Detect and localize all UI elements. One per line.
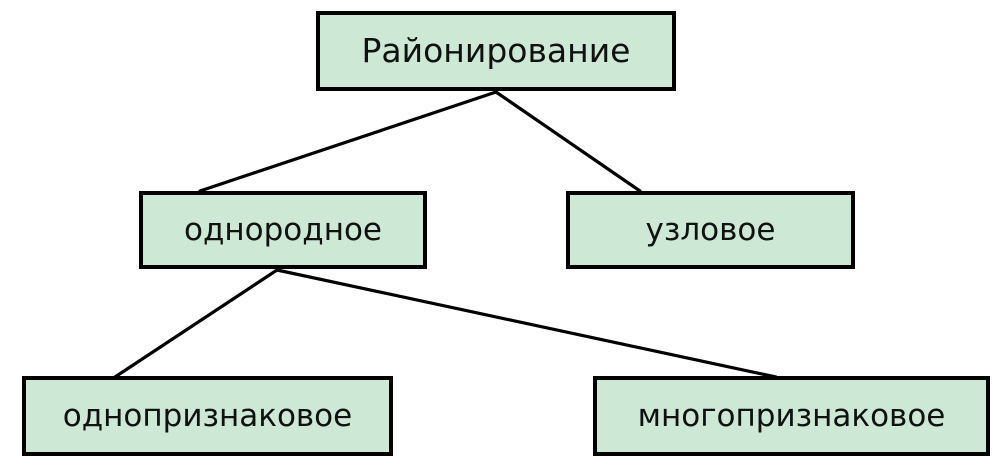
node-single-attribute[interactable]: однопризнаковое (22, 376, 393, 456)
connector-root-to-nodal (494, 90, 642, 193)
node-root[interactable]: Районирование (316, 11, 676, 91)
node-homogeneous-label: однородное (183, 211, 383, 248)
connector-root-to-homogeneous (198, 90, 498, 193)
node-nodal-label: узловое (645, 211, 776, 248)
node-multi-attribute[interactable]: многопризнаковое (593, 376, 990, 456)
node-nodal[interactable]: узловое (566, 191, 855, 269)
node-multi-attribute-label: многопризнаковое (637, 397, 946, 434)
node-root-label: Районирование (361, 30, 631, 70)
connector-homogeneous-to-single-attribute (113, 268, 279, 379)
node-homogeneous[interactable]: однородное (139, 191, 427, 269)
connector-homogeneous-to-multi-attribute (275, 268, 778, 379)
node-single-attribute-label: однопризнаковое (62, 397, 353, 434)
